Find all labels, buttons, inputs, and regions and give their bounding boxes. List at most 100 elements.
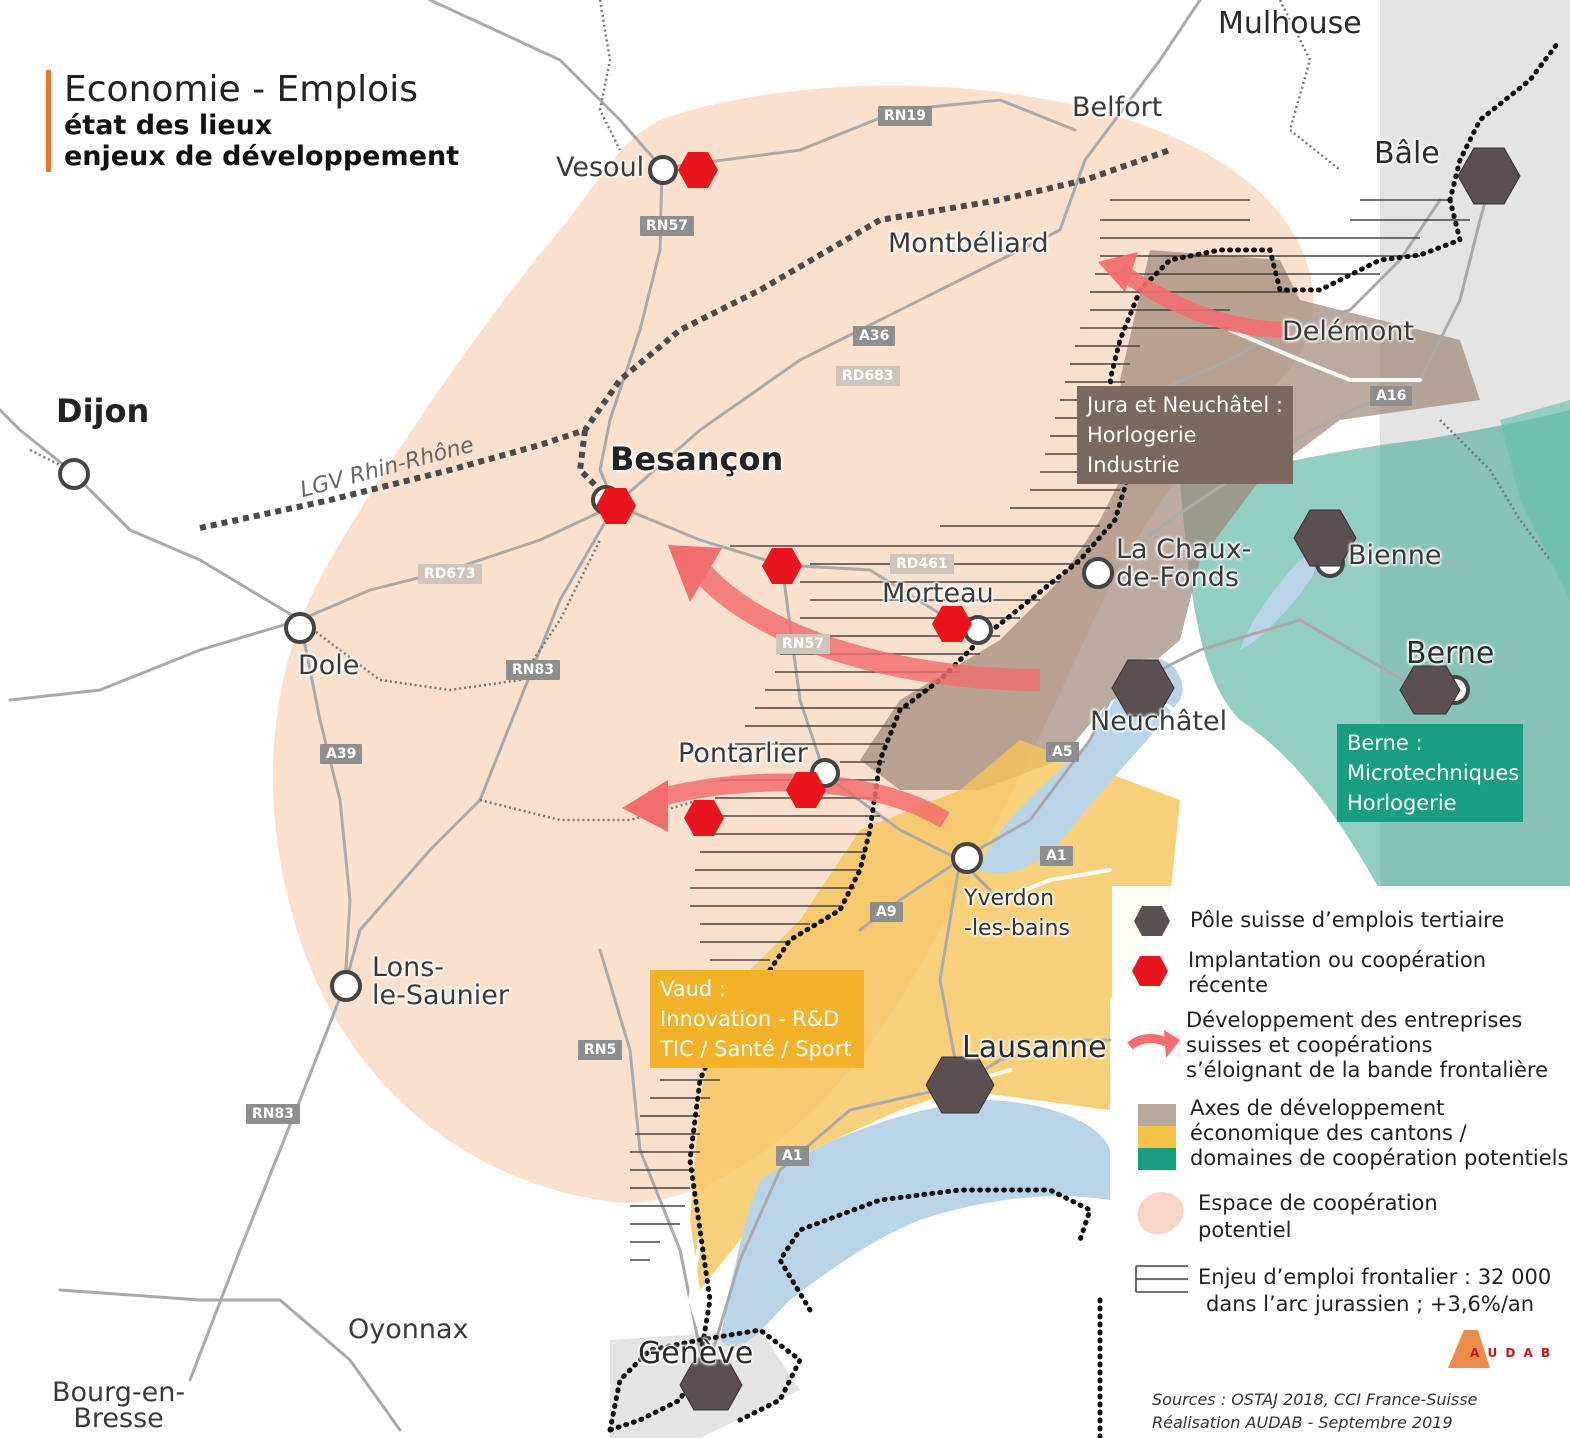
label-pontarlier: Pontarlier — [678, 738, 808, 769]
lake-bienne — [1240, 557, 1315, 650]
label-dole: Dole — [298, 650, 360, 681]
lake-leman — [720, 1100, 1110, 1347]
legend-green-swatch-top — [1138, 1148, 1176, 1170]
callout-berne: Berne : Microtechniques Horlogerie — [1337, 724, 1523, 822]
pole-berne — [1399, 665, 1461, 715]
implantation-morteau — [932, 606, 972, 642]
legend-implantation-text: Implantation ou coopération récente — [1188, 948, 1486, 998]
road-a16: A16 — [1370, 386, 1413, 406]
sources-line2: Réalisation AUDAB - Septembre 2019 — [1152, 1413, 1453, 1432]
road-rn57-south: RN57 — [776, 634, 830, 654]
label-yverdon: Yverdon -les-bains — [964, 884, 1070, 944]
legend-axes-line3: domaines de coopération potentiels — [1190, 1146, 1569, 1170]
label-morteau: Morteau — [882, 578, 994, 609]
label-geneve: Genève — [638, 1336, 754, 1371]
implantation-vesoul — [678, 152, 718, 188]
arrow-morteau-head — [668, 545, 722, 602]
label-bourg-line2: Bresse — [73, 1403, 164, 1434]
national-border-ch — [777, 1187, 1094, 1313]
legend-yellow-swatch-top — [1138, 1126, 1176, 1148]
road-rd461: RD461 — [890, 554, 954, 574]
label-chaux-de-fonds: La Chaux- de-Fonds — [1116, 536, 1252, 592]
legend-hatch-icon-top — [1135, 1265, 1188, 1293]
label-mulhouse: Mulhouse — [1218, 6, 1362, 41]
swiss-poles — [679, 147, 1521, 1411]
legend-pole-text: Pôle suisse d’emplois tertiaire — [1190, 908, 1505, 932]
implantation-south — [684, 800, 724, 836]
legend-enjeu-text: Enjeu d’emploi frontalier : 32 000 dans … — [1198, 1264, 1551, 1318]
legend-axes-line1: Axes de développement — [1190, 1096, 1445, 1120]
label-vesoul: Vesoul — [556, 152, 645, 183]
legend-axes-line2: économique des cantons / — [1190, 1121, 1467, 1145]
label-dijon: Dijon — [56, 392, 150, 430]
label-belfort: Belfort — [1072, 92, 1163, 123]
arrow-morteau — [691, 562, 1041, 691]
label-lausanne: Lausanne — [962, 1030, 1107, 1065]
label-berne: Berne — [1406, 636, 1495, 671]
label-bienne: Bienne — [1348, 540, 1442, 571]
map-subtitle-1: état des lieux — [64, 110, 273, 141]
callout-berne-line3: Horlogerie — [1347, 791, 1457, 815]
pole-bienne — [1293, 509, 1357, 567]
legend-arrow-head-icon-top — [1164, 1030, 1180, 1058]
road-rn83-north: RN83 — [506, 660, 560, 680]
audab-logo-mark — [1448, 1330, 1490, 1368]
legend-coop-icon-top — [1137, 1191, 1184, 1235]
label-besancon: Besançon — [610, 440, 784, 478]
legend-espace-line2: potentiel — [1198, 1218, 1292, 1242]
national-border-north — [1447, 37, 1563, 203]
arrow-delemont — [1115, 263, 1291, 338]
map-subtitle-2: enjeux de développement — [64, 141, 460, 172]
implantation-pontarlier — [786, 772, 826, 808]
label-chaux-line2: de-Fonds — [1116, 562, 1239, 593]
callout-vaud-line2: Innovation - R&D — [660, 1007, 840, 1031]
callout-vaud-line3: TIC / Santé / Sport — [660, 1037, 852, 1061]
legend-brown-swatch-top — [1138, 1104, 1176, 1126]
legend-pole-icon-top — [1134, 906, 1170, 936]
map-title: Economie - Emplois — [64, 69, 418, 110]
label-bourg-en-bresse: Bourg-en- Bresse — [52, 1377, 186, 1434]
label-oyonnax: Oyonnax — [348, 1314, 469, 1345]
audab-logo-text: A U D A B — [1470, 1346, 1553, 1360]
callout-berne-line2: Microtechniques — [1347, 761, 1520, 785]
callout-vaud: Vaud : Innovation - R&D TIC / Santé / Sp… — [650, 970, 864, 1068]
legend-implantation-icon-top — [1132, 956, 1168, 986]
legend-implantation-line1: Implantation ou coopération — [1188, 948, 1487, 972]
legend-developpement-line3: s’éloignant de la bande frontalière — [1186, 1058, 1549, 1082]
callout-jura-neuchatel: Jura et Neuchâtel : Horlogerie Industrie — [1077, 386, 1293, 484]
road-network — [0, 0, 1502, 1432]
pole-lausanne — [925, 1056, 995, 1114]
legend-developpement-line2: suisses et coopérations — [1186, 1033, 1433, 1057]
callout-jura-line3: Industrie — [1087, 453, 1180, 477]
label-lons-le-saunier: Lons- le-Saunier — [372, 954, 509, 1010]
pole-bale — [1457, 147, 1521, 205]
callout-jura-line2: Horlogerie — [1087, 423, 1197, 447]
callout-vaud-line1: Vaud : — [660, 977, 726, 1001]
road-rn83-south: RN83 — [246, 1104, 300, 1124]
map-title-block: Economie - Emplois état des lieux enjeux… — [46, 70, 459, 172]
legend-espace-line1: Espace de coopération — [1198, 1191, 1438, 1215]
implantation-besancon — [596, 488, 636, 524]
legend-enjeu-line1: Enjeu d’emploi frontalier : 32 000 — [1198, 1265, 1552, 1289]
callout-berne-line1: Berne : — [1347, 731, 1423, 755]
lgv-line — [199, 147, 1171, 531]
pole-geneve — [679, 1359, 743, 1411]
road-a1-south: A1 — [776, 1146, 809, 1166]
arrow-pontarlier-head — [622, 780, 668, 832]
label-yverdon-line1: Yverdon — [964, 886, 1055, 911]
sources-line1: Sources : OSTAJ 2018, CCI France-Suisse — [1152, 1390, 1478, 1409]
berne-area-light — [1500, 400, 1570, 600]
road-rn19: RN19 — [878, 106, 932, 126]
implantation-rd461 — [762, 548, 802, 584]
label-bourg-line1: Bourg-en- — [52, 1377, 186, 1408]
pole-neuchatel — [1111, 659, 1175, 717]
legend-axes-text: Axes de développement économique des can… — [1190, 1096, 1568, 1171]
road-a5: A5 — [1046, 742, 1079, 762]
sources-text: Sources : OSTAJ 2018, CCI France-Suisse … — [1152, 1388, 1477, 1434]
road-a39: A39 — [320, 744, 363, 764]
road-a9: A9 — [870, 902, 903, 922]
legend-developpement-line1: Développement des entreprises — [1186, 1008, 1523, 1032]
legend-enjeu-line2: dans l’arc jurassien ; +3,6%/an — [1206, 1292, 1535, 1316]
label-lons-line1: Lons- — [372, 952, 445, 983]
